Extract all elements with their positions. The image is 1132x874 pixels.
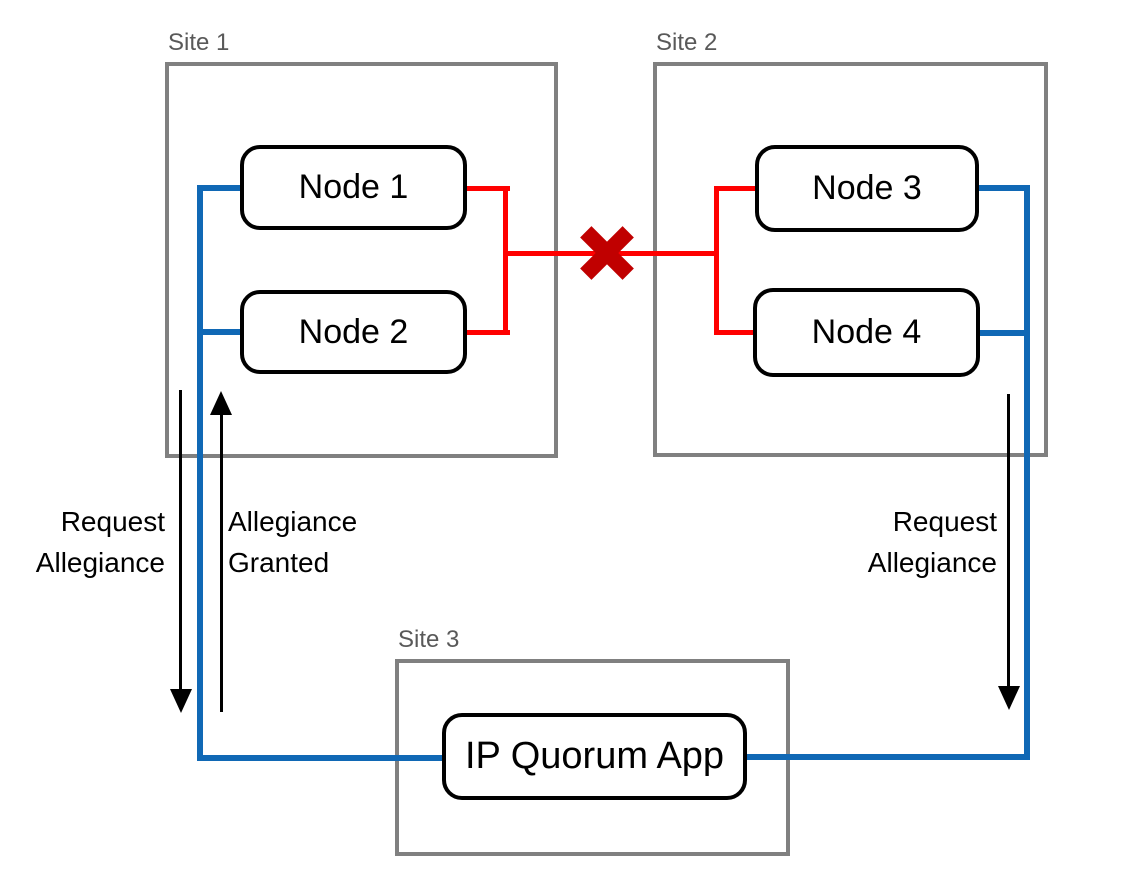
quorum-link-right-horizontal (730, 754, 1030, 760)
node2-label: Node 2 (298, 312, 409, 351)
annotation-line: Granted (228, 547, 330, 578)
ip-quorum-app-label: IP Quorum App (464, 735, 725, 777)
allegiance-granted-label: Allegiance Granted (228, 501, 438, 583)
quorum-link-node2-stub (200, 329, 245, 335)
request-allegiance-arrow-left-line (179, 390, 182, 691)
red-link-node4-stub (714, 330, 756, 335)
node3-label: Node 3 (812, 169, 922, 207)
request-allegiance-label-left: Request Allegiance (5, 501, 165, 583)
red-link-left-junction (503, 186, 508, 335)
node1-box: Node 1 (240, 145, 467, 230)
red-link-node3-stub (714, 186, 758, 191)
allegiance-granted-arrow-line (220, 412, 223, 712)
node2-box: Node 2 (240, 290, 467, 374)
node1-label: Node 1 (298, 168, 409, 206)
quorum-link-node3-stub (975, 185, 1030, 191)
red-link-right-junction (714, 186, 719, 335)
quorum-link-right-vertical (1024, 185, 1030, 760)
annotation-line: Request (892, 506, 997, 537)
up-arrow-icon (210, 391, 232, 415)
site1-box (165, 62, 558, 458)
site2-box (653, 62, 1048, 457)
annotation-line: Allegiance (35, 547, 165, 578)
quorum-link-left-vertical (197, 185, 203, 761)
site3-label: Site 3 (398, 626, 460, 653)
request-allegiance-arrow-right-line (1007, 394, 1010, 688)
request-allegiance-label-right: Request Allegiance (835, 501, 997, 583)
quorum-link-node4-stub (975, 330, 1030, 336)
node4-label: Node 4 (811, 313, 922, 351)
broken-link-x-icon (579, 225, 635, 281)
annotation-line: Request (60, 506, 165, 537)
red-link-node1-stub (465, 186, 510, 191)
annotation-line: Allegiance (867, 547, 997, 578)
red-link-node2-stub (465, 330, 510, 335)
site2-label: Site 2 (656, 29, 718, 56)
site1-label: Site 1 (168, 29, 230, 56)
annotation-line: Allegiance (228, 506, 358, 537)
ip-quorum-app-box: IP Quorum App (442, 713, 747, 800)
node4-box: Node 4 (753, 288, 980, 377)
quorum-link-left-horizontal (197, 755, 460, 761)
node3-box: Node 3 (755, 145, 979, 232)
quorum-link-node1-stub (200, 185, 245, 191)
down-arrow-icon (998, 686, 1020, 710)
down-arrow-icon (170, 689, 192, 713)
